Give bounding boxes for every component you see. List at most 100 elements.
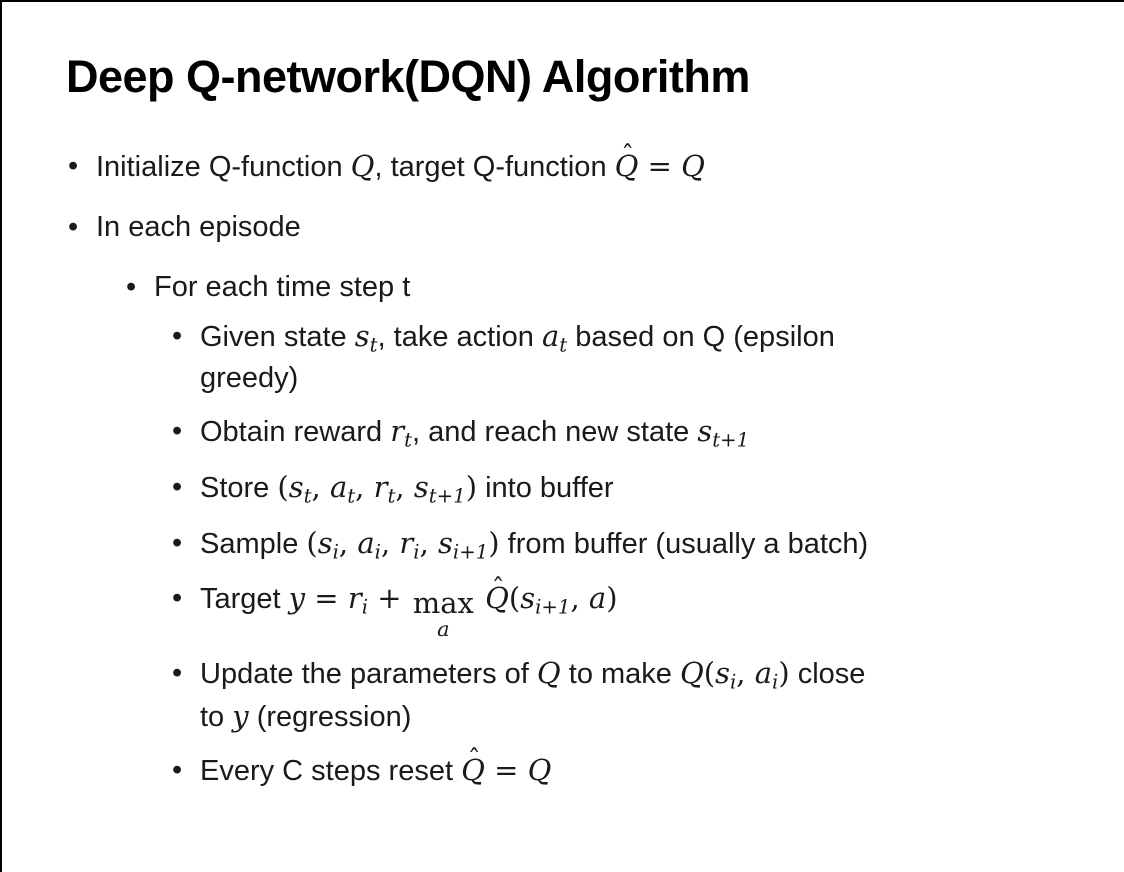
bullet-marker: • — [172, 526, 183, 559]
math-segment: Q — [681, 148, 705, 183]
bullet-item: •Obtain reward rt, and reach new state s… — [172, 411, 1124, 454]
math-segment: t+1 — [428, 484, 466, 508]
bullet-marker: • — [172, 471, 183, 503]
math-segment: a — [357, 525, 375, 560]
bullet-text: Initialize Q-function Q, target Q-functi… — [96, 143, 1124, 187]
math-segment: = — [484, 752, 528, 787]
text-segment: close — [789, 657, 866, 690]
text-segment: Store — [200, 472, 278, 504]
math-segment: s — [715, 655, 730, 690]
bullet-marker: • — [172, 319, 183, 352]
text-segment: Given state — [200, 320, 355, 353]
math-segment: t — [387, 484, 396, 508]
bullet-text: Sample (si, ai, ri, si+1) from buffer (u… — [200, 523, 1124, 566]
bullet-text: Given state st, take action at based on … — [200, 316, 1124, 399]
math-segment: y — [232, 698, 249, 733]
bullet-marker: • — [172, 656, 183, 689]
bullet-text: In each episode — [96, 207, 1124, 247]
text-segment: greedy) — [200, 362, 299, 395]
math-segment: ( — [508, 581, 521, 616]
math-segment: t — [404, 428, 412, 452]
math-segment: + — [368, 581, 411, 616]
math-segment: , — [311, 470, 330, 504]
bullet-marker: • — [68, 149, 79, 182]
math-segment: , — [395, 470, 414, 504]
math-segment: i — [332, 540, 339, 564]
math-segment: a — [754, 655, 773, 690]
text-segment: Obtain reward — [200, 416, 391, 449]
math-segment: r — [373, 470, 388, 504]
math-segment: , — [338, 525, 358, 560]
math-segment: a — [542, 318, 560, 353]
math-segment: Q — [350, 148, 375, 183]
bullet-item: •Store (st, at, rt, st+1) into buffer — [172, 467, 1124, 510]
math-segment: y — [288, 581, 306, 616]
math-segment: r — [390, 414, 405, 449]
math-segment: r — [347, 581, 362, 616]
text-segment: to — [200, 700, 233, 733]
math-segment: , — [419, 525, 439, 560]
math-segment: , — [570, 581, 589, 616]
math-segment: ( — [703, 655, 716, 690]
text-segment: based on Q (epsilon — [567, 320, 835, 353]
text-segment: In each episode — [96, 210, 301, 243]
math-segment: t — [347, 484, 356, 508]
bullet-marker: • — [172, 582, 183, 615]
bullet-list: •Initialize Q-function Q, target Q-funct… — [2, 143, 1124, 791]
math-segment: ( — [306, 525, 318, 560]
math-segment: s — [520, 581, 536, 616]
math-segment: , — [355, 470, 374, 504]
math-segment: Q — [679, 655, 704, 690]
math-segment: , — [380, 525, 400, 560]
bullet-marker: • — [68, 210, 79, 243]
text-segment: Target — [200, 583, 289, 616]
bullet-marker: • — [126, 270, 137, 303]
math-segment: s — [438, 525, 453, 560]
math-segment: Q — [536, 655, 561, 690]
math-segment: i+1 — [535, 595, 571, 619]
math-segment — [476, 581, 485, 615]
bullet-text: Obtain reward rt, and reach new state st… — [200, 411, 1124, 454]
text-segment: , target Q-function — [374, 150, 615, 183]
bullet-item: • For each time step t — [126, 267, 1124, 307]
math-segment: i+1 — [452, 540, 489, 564]
text-segment: Every C steps reset — [200, 754, 462, 787]
bullet-item: •Initialize Q-function Q, target Q-funct… — [68, 143, 1124, 187]
bullet-text: Update the parameters of Q to make Q(si,… — [200, 653, 1124, 737]
text-segment: Sample — [200, 527, 307, 560]
bullet-item: • In each episode — [68, 207, 1124, 247]
math-segment: i — [772, 670, 779, 694]
text-segment: into buffer — [477, 472, 614, 504]
text-segment: (regression) — [248, 700, 412, 733]
text-segment: , take action — [377, 320, 542, 353]
math-segment: ) — [606, 581, 618, 616]
math-segment: ( — [277, 470, 289, 504]
text-segment: , and reach new state — [412, 416, 698, 449]
bullet-item: •Sample (si, ai, ri, si+1) from buffer (… — [172, 523, 1124, 566]
math-segment: i — [361, 595, 368, 619]
math-segment: r — [399, 525, 414, 560]
math-segment: = — [305, 581, 348, 616]
math-segment: ) — [488, 525, 500, 560]
math-segment: s — [288, 470, 304, 504]
text-segment: Update the parameters of — [200, 657, 537, 690]
math-segment: Q — [527, 752, 552, 787]
text-segment: For each time step t — [154, 270, 411, 303]
bullet-marker: • — [172, 753, 183, 786]
bullet-item: •Given state st, take action at based on… — [172, 316, 1124, 399]
text-segment: from buffer (usually a batch) — [499, 527, 869, 560]
math-segment: t — [369, 333, 378, 357]
math-segment: s — [354, 318, 370, 353]
text-segment: Initialize Q-function — [96, 150, 351, 183]
math-segment: i — [374, 540, 381, 564]
slide-title: Deep Q-network(DQN) Algorithm — [66, 51, 750, 102]
math-segment: t+1 — [712, 428, 750, 452]
math-segment: , — [736, 655, 755, 690]
bullet-item: •Update the parameters of Q to make Q(si… — [172, 653, 1124, 737]
